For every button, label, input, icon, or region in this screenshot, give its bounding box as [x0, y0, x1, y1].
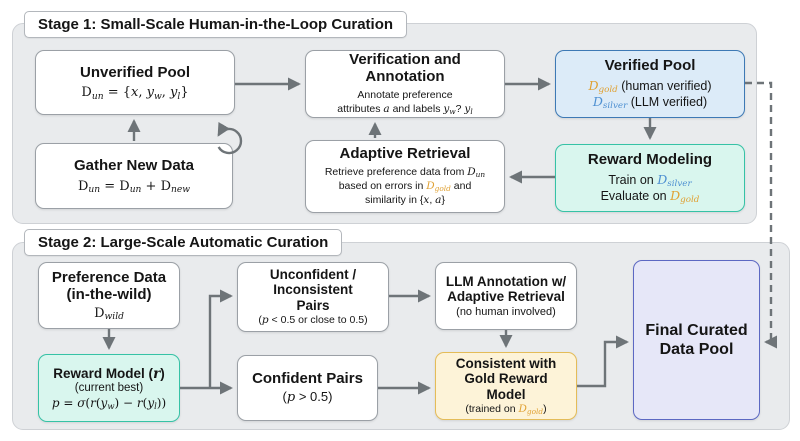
llm-annotation-box: LLM Annotation w/ Adaptive Retrieval (no… [435, 262, 577, 330]
verified-pool-box: Verified Pool Dgold (human verified) Dsi… [555, 50, 745, 118]
gather-new-data-box: Gather New Data Dun = Dun + Dnew [35, 143, 233, 209]
stage2-title: Stage 2: Large-Scale Automatic Curation [24, 229, 343, 256]
adaptive-sub-line3: similarity in {x, a} [365, 193, 445, 206]
verification-sub-line2: attributes a and labels yw? yl [337, 102, 473, 116]
verification-annotation-box: Verification and Annotation Annotate pre… [305, 50, 505, 118]
confident-pairs-box: Confident Pairs (p > 0.5) [237, 355, 378, 421]
reward-modeling-title: Reward Modeling [587, 150, 713, 168]
adaptive-sub-line1: Retrieve preference data from Dun [324, 165, 486, 179]
adaptive-retrieval-box: Adaptive Retrieval Retrieve preference d… [305, 140, 505, 213]
reward-model-box: Reward Model (r) (current best) p = σ(r(… [38, 354, 180, 422]
consistent-title-line1: Consistent with [455, 356, 557, 372]
consistent-gold-box: Consistent with Gold Reward Model (train… [435, 352, 577, 420]
preference-data-title-line2: (in-the-wild) [66, 286, 152, 303]
reward-modeling-train-line: Train on Dsilver [608, 171, 692, 189]
unconfident-title-line3: Pairs [296, 297, 330, 313]
adaptive-sub-line2: based on errors in Dgold and [338, 179, 472, 193]
preference-data-formula: Dwild [94, 305, 124, 323]
verification-title-line2: Annotation [365, 67, 445, 85]
unconfident-pairs-box: Unconfident / Inconsistent Pairs (p < 0.… [237, 262, 389, 332]
unverified-pool-box: Unverified Pool Dun = {x, yw, yl} [35, 50, 235, 115]
unverified-pool-title: Unverified Pool [79, 63, 191, 81]
confident-pairs-title: Confident Pairs [252, 369, 363, 387]
final-curated-pool-box: Final Curated Data Pool [633, 260, 760, 420]
reward-modeling-eval-line: Evaluate on Dgold [600, 187, 700, 206]
preference-data-box: Preference Data (in-the-wild) Dwild [38, 262, 180, 329]
llm-annotation-title-line2: Adaptive Retrieval [447, 289, 565, 304]
final-pool-title-line2: Data Pool [659, 341, 734, 358]
unconfident-sub-line: (p < 0.5 or close to 0.5) [258, 313, 368, 326]
consistent-title-line3: Model [486, 386, 526, 402]
verified-pool-gold-line: Dgold (human verified) [588, 77, 712, 95]
verification-sub-line1: Annotate preference [357, 88, 453, 101]
stage1-title: Stage 1: Small-Scale Human-in-the-Loop C… [24, 11, 408, 38]
consistent-title-line2: Gold Reward [464, 371, 548, 387]
unverified-pool-formula: Dun = {x, yw, yl} [81, 85, 189, 102]
reward-model-formula: p = σ(r(yw) − r(yl)) [51, 396, 167, 412]
gather-new-data-title: Gather New Data [73, 157, 195, 175]
unconfident-title-line2: Inconsistent [273, 282, 353, 298]
consistent-sub-line: (trained on Dgold) [465, 402, 547, 416]
reward-model-note: (current best) [74, 382, 144, 395]
reward-modeling-box: Reward Modeling Train on Dsilver Evaluat… [555, 144, 745, 212]
gather-new-data-formula: Dun = Dun + Dnew [77, 178, 191, 196]
reward-model-title: Reward Model (r) [53, 365, 165, 382]
confident-pairs-sub-line: (p > 0.5) [282, 389, 333, 406]
verification-title-line1: Verification and [349, 51, 461, 69]
adaptive-retrieval-title: Adaptive Retrieval [339, 145, 471, 162]
unconfident-title-line1: Unconfident / [269, 267, 357, 283]
llm-annotation-title-line1: LLM Annotation w/ [445, 273, 567, 289]
verified-pool-title: Verified Pool [604, 56, 696, 74]
final-pool-title-line1: Final Curated [645, 321, 748, 339]
llm-annotation-note: (no human involved) [456, 306, 556, 319]
verified-pool-silver-line: Dsilver (LLM verified) [592, 93, 708, 112]
preference-data-title-line1: Preference Data [51, 269, 167, 287]
